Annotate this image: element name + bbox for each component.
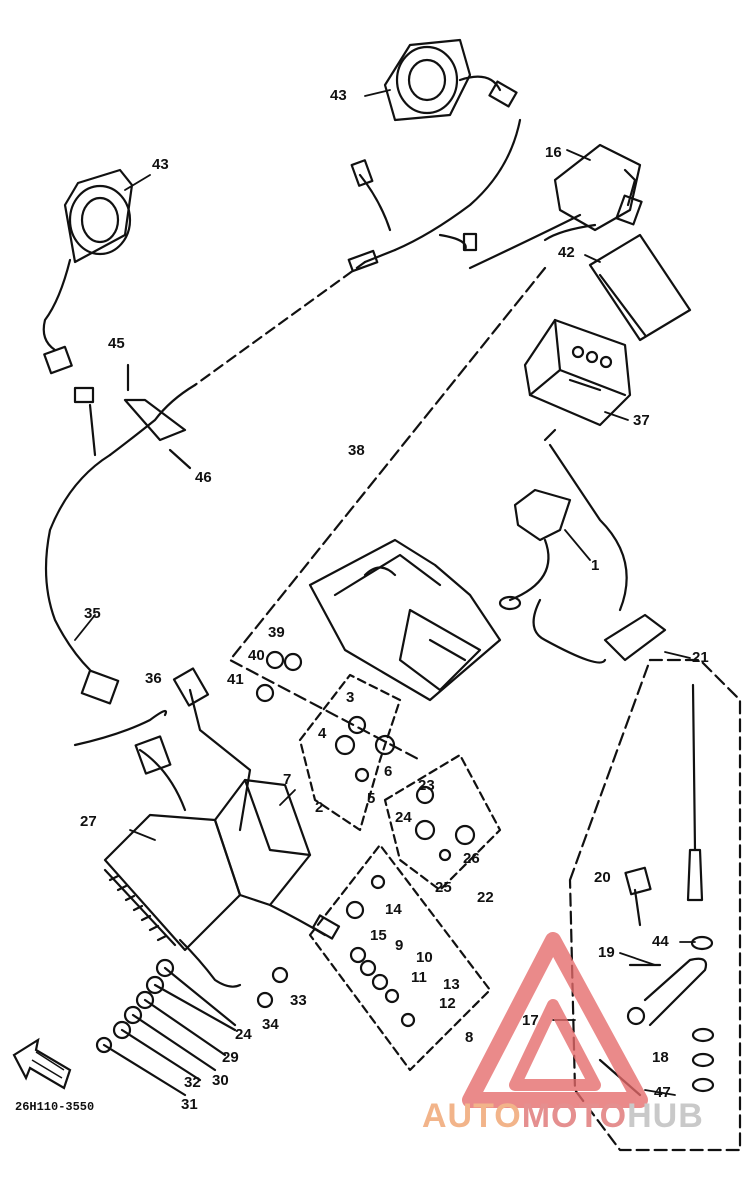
part-37 <box>523 318 632 427</box>
label-34: 34 <box>262 1016 279 1033</box>
knobs <box>255 650 476 1028</box>
label-40: 40 <box>248 647 265 664</box>
leaders <box>74 89 696 1096</box>
group-2 <box>298 673 402 832</box>
label-11: 11 <box>411 969 427 986</box>
watermark-part2: MOTO <box>521 1097 628 1135</box>
bracket-assembly <box>308 538 502 702</box>
label-17: 17 <box>522 1012 539 1029</box>
part-1 <box>498 488 572 611</box>
label-2: 2 <box>315 799 324 816</box>
label-20: 20 <box>594 869 611 886</box>
label-30: 30 <box>212 1072 229 1089</box>
label-13: 13 <box>443 976 460 993</box>
label-23: 23 <box>418 777 435 794</box>
label-24-mid: 24 <box>395 809 412 826</box>
label-42: 42 <box>558 244 575 261</box>
part-7 <box>172 667 341 940</box>
label-35: 35 <box>84 605 101 622</box>
label-24-low: 24 <box>235 1026 252 1043</box>
label-41: 41 <box>227 671 244 688</box>
part-16 <box>543 143 643 242</box>
watermark-part3: HUB <box>627 1097 704 1135</box>
label-43-left: 43 <box>152 156 169 173</box>
speaker-top <box>383 38 518 122</box>
label-5: 5 <box>367 790 376 807</box>
label-44: 44 <box>652 933 669 950</box>
label-8: 8 <box>465 1029 474 1046</box>
label-36: 36 <box>145 670 162 687</box>
part-21 <box>532 428 667 664</box>
part-35 <box>44 383 197 705</box>
label-14: 14 <box>385 901 402 918</box>
watermark-part1: AUTO <box>422 1097 522 1135</box>
label-3: 3 <box>346 689 355 706</box>
label-38: 38 <box>348 442 365 459</box>
label-25: 25 <box>435 879 452 896</box>
label-7: 7 <box>283 771 292 788</box>
label-27: 27 <box>80 813 97 830</box>
label-26: 26 <box>463 850 480 867</box>
label-22: 22 <box>477 889 494 906</box>
bolt-46 <box>168 448 192 470</box>
label-31: 31 <box>181 1096 198 1113</box>
wire-harness <box>193 118 582 387</box>
label-12: 12 <box>439 995 456 1012</box>
part-27 <box>103 735 242 988</box>
label-29: 29 <box>222 1049 239 1066</box>
group-22 <box>383 753 502 892</box>
watermark-text: AUTOMOTOHUB <box>422 1097 704 1136</box>
label-37: 37 <box>633 412 650 429</box>
label-43-top: 43 <box>330 87 347 104</box>
label-18: 18 <box>652 1049 669 1066</box>
antenna-17 <box>598 683 715 1097</box>
label-33: 33 <box>290 992 307 1009</box>
label-16: 16 <box>545 144 562 161</box>
label-15: 15 <box>370 927 387 944</box>
group-8 <box>308 843 492 1072</box>
label-1: 1 <box>591 557 600 574</box>
label-6: 6 <box>384 763 393 780</box>
label-10: 10 <box>416 949 433 966</box>
label-21: 21 <box>692 649 709 666</box>
label-32: 32 <box>184 1074 201 1091</box>
figure-code: 26H110-3550 <box>15 1100 95 1114</box>
label-4: 4 <box>318 725 327 742</box>
fasteners <box>95 958 289 1097</box>
direction-arrow <box>12 1037 72 1090</box>
label-47: 47 <box>654 1084 671 1101</box>
label-9: 9 <box>395 937 404 954</box>
label-19: 19 <box>598 944 615 961</box>
label-39: 39 <box>268 624 285 641</box>
part-36 <box>73 709 168 747</box>
leader-38 <box>228 266 547 762</box>
part-42 <box>588 233 692 342</box>
watermark-logo <box>462 932 648 1108</box>
label-46: 46 <box>195 469 212 486</box>
label-45: 45 <box>108 335 125 352</box>
